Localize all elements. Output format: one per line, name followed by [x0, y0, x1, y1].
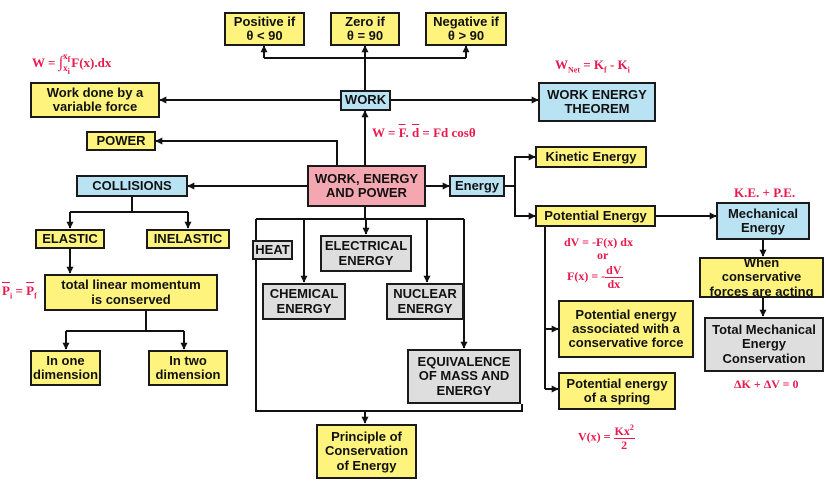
pe-spring-box: Potential energy of a spring — [558, 372, 676, 410]
conservation-principle-box: Principle of Conservation of Energy — [316, 424, 417, 479]
power-box: POWER — [86, 131, 156, 151]
kinetic-energy-box: Kinetic Energy — [535, 146, 647, 168]
momentum-conserved-box: total linear momentum is conserved — [44, 274, 218, 311]
inelastic-box: INELASTIC — [146, 229, 230, 249]
potential-differential-formula: dV = -F(x) dx — [564, 235, 633, 249]
negative-work-box: Negative if θ > 90 — [425, 12, 507, 46]
positive-work-box: Positive if θ < 90 — [224, 12, 305, 46]
zero-work-box: Zero if θ = 90 — [330, 12, 400, 46]
two-dimension-box: In two dimension — [148, 350, 228, 386]
energy-conservation-formula: ΔK + ΔV = 0 — [734, 377, 799, 391]
mass-energy-equivalence-box: EQUIVALENCE OF MASS AND ENERGY — [407, 349, 521, 404]
momentum-formula: Pi = Pf — [2, 283, 37, 301]
conservative-forces-acting-box: When conservative forces are acting — [699, 257, 824, 298]
mechanical-energy-box: Mechanical Energy — [716, 202, 810, 240]
heat-box: HEAT — [252, 240, 293, 260]
total-mechanical-energy-box: Total Mechanical Energy Conservation — [704, 317, 824, 372]
one-dimension-box: In one dimension — [30, 350, 101, 386]
work-energy-power-box: WORK, ENERGY AND POWER — [307, 165, 426, 207]
electrical-energy-box: ELECTRICAL ENERGY — [320, 235, 412, 272]
chemical-energy-box: CHEMICAL ENERGY — [262, 283, 346, 320]
elastic-box: ELASTIC — [35, 229, 105, 249]
work-energy-theorem-box: WORK ENERGY THEOREM — [538, 82, 656, 122]
or-label: or — [597, 248, 609, 262]
work-energy-theorem-formula: WNet = Kf - Ki — [555, 57, 630, 75]
variable-force-box: Work done by a variable force — [30, 82, 160, 118]
pe-conservative-force-box: Potential energy associated with a conse… — [558, 300, 694, 358]
nuclear-energy-box: NUCLEAR ENERGY — [386, 283, 464, 320]
work-dot-product-formula: W = F. d = Fd cosθ — [372, 125, 476, 140]
work-box: WORK — [340, 90, 391, 111]
potential-energy-box: Potential Energy — [535, 205, 656, 227]
energy-box: Energy — [449, 175, 505, 197]
collisions-box: COLLISIONS — [76, 175, 188, 197]
ke-plus-pe-label: K.E. + P.E. — [734, 185, 796, 200]
